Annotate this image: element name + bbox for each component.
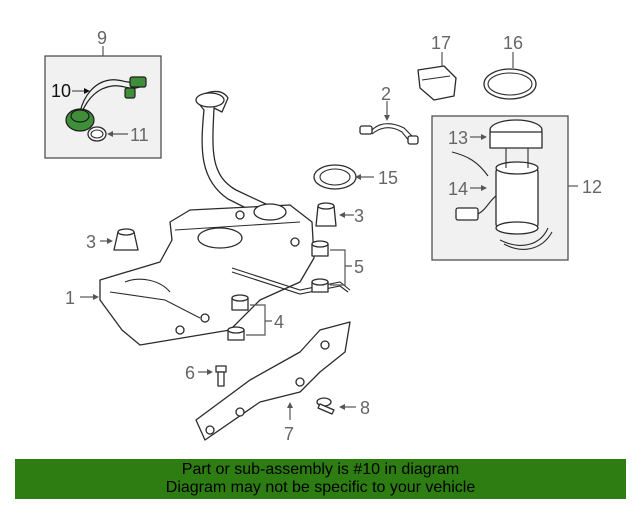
callout-13: 13	[448, 128, 468, 148]
part-10-highlighted[interactable]	[65, 76, 147, 132]
callout-2: 2	[381, 84, 391, 104]
info-banner: Part or sub-assembly is #10 in diagram D…	[15, 459, 626, 499]
callout-6: 6	[185, 363, 195, 383]
part-8-bolt[interactable]	[316, 397, 335, 415]
callout-14: 14	[448, 179, 468, 199]
callout-10: 10	[51, 81, 71, 101]
callout-17: 17	[431, 33, 451, 53]
part-11-seal-ring[interactable]	[87, 126, 107, 142]
callout-3-right: 3	[354, 206, 364, 226]
callout-15: 15	[378, 168, 398, 188]
part-17-connector[interactable]	[417, 65, 457, 101]
callout-12: 12	[582, 177, 602, 197]
callout-9: 9	[97, 28, 107, 48]
callout-7: 7	[284, 424, 294, 444]
part-14-sending-unit[interactable]	[455, 195, 497, 221]
part-2-sensor-cable[interactable]	[359, 123, 419, 145]
part-4-insulators[interactable]	[227, 294, 249, 341]
inset-box-9	[44, 46, 162, 159]
part-1-fuel-tank[interactable]	[99, 203, 315, 346]
part-12-fuel-pump-module[interactable]	[489, 119, 553, 250]
banner-line-disclaimer: Diagram may not be specific to your vehi…	[165, 479, 476, 496]
banner-line-part: Part or sub-assembly is #10 in diagram	[181, 461, 460, 478]
part-15-seal-ring[interactable]	[313, 164, 357, 190]
part-16-lock-ring[interactable]	[483, 68, 537, 100]
callout-1: 1	[65, 288, 75, 308]
part-6-bolt[interactable]	[215, 365, 227, 387]
part-13-wire[interactable]	[451, 151, 489, 177]
callout-3-left: 3	[86, 232, 96, 252]
part-3-insulator-right[interactable]	[315, 202, 337, 227]
callout-4: 4	[274, 312, 284, 332]
part-3-insulator-left[interactable]	[113, 228, 139, 251]
callout-5: 5	[354, 257, 364, 277]
part-5-insulators[interactable]	[311, 240, 329, 293]
callout-16: 16	[503, 33, 523, 53]
filler-neck	[195, 90, 269, 217]
part-7-heat-shield[interactable]	[195, 321, 351, 441]
callout-8: 8	[360, 398, 370, 418]
callout-11: 11	[130, 125, 149, 145]
